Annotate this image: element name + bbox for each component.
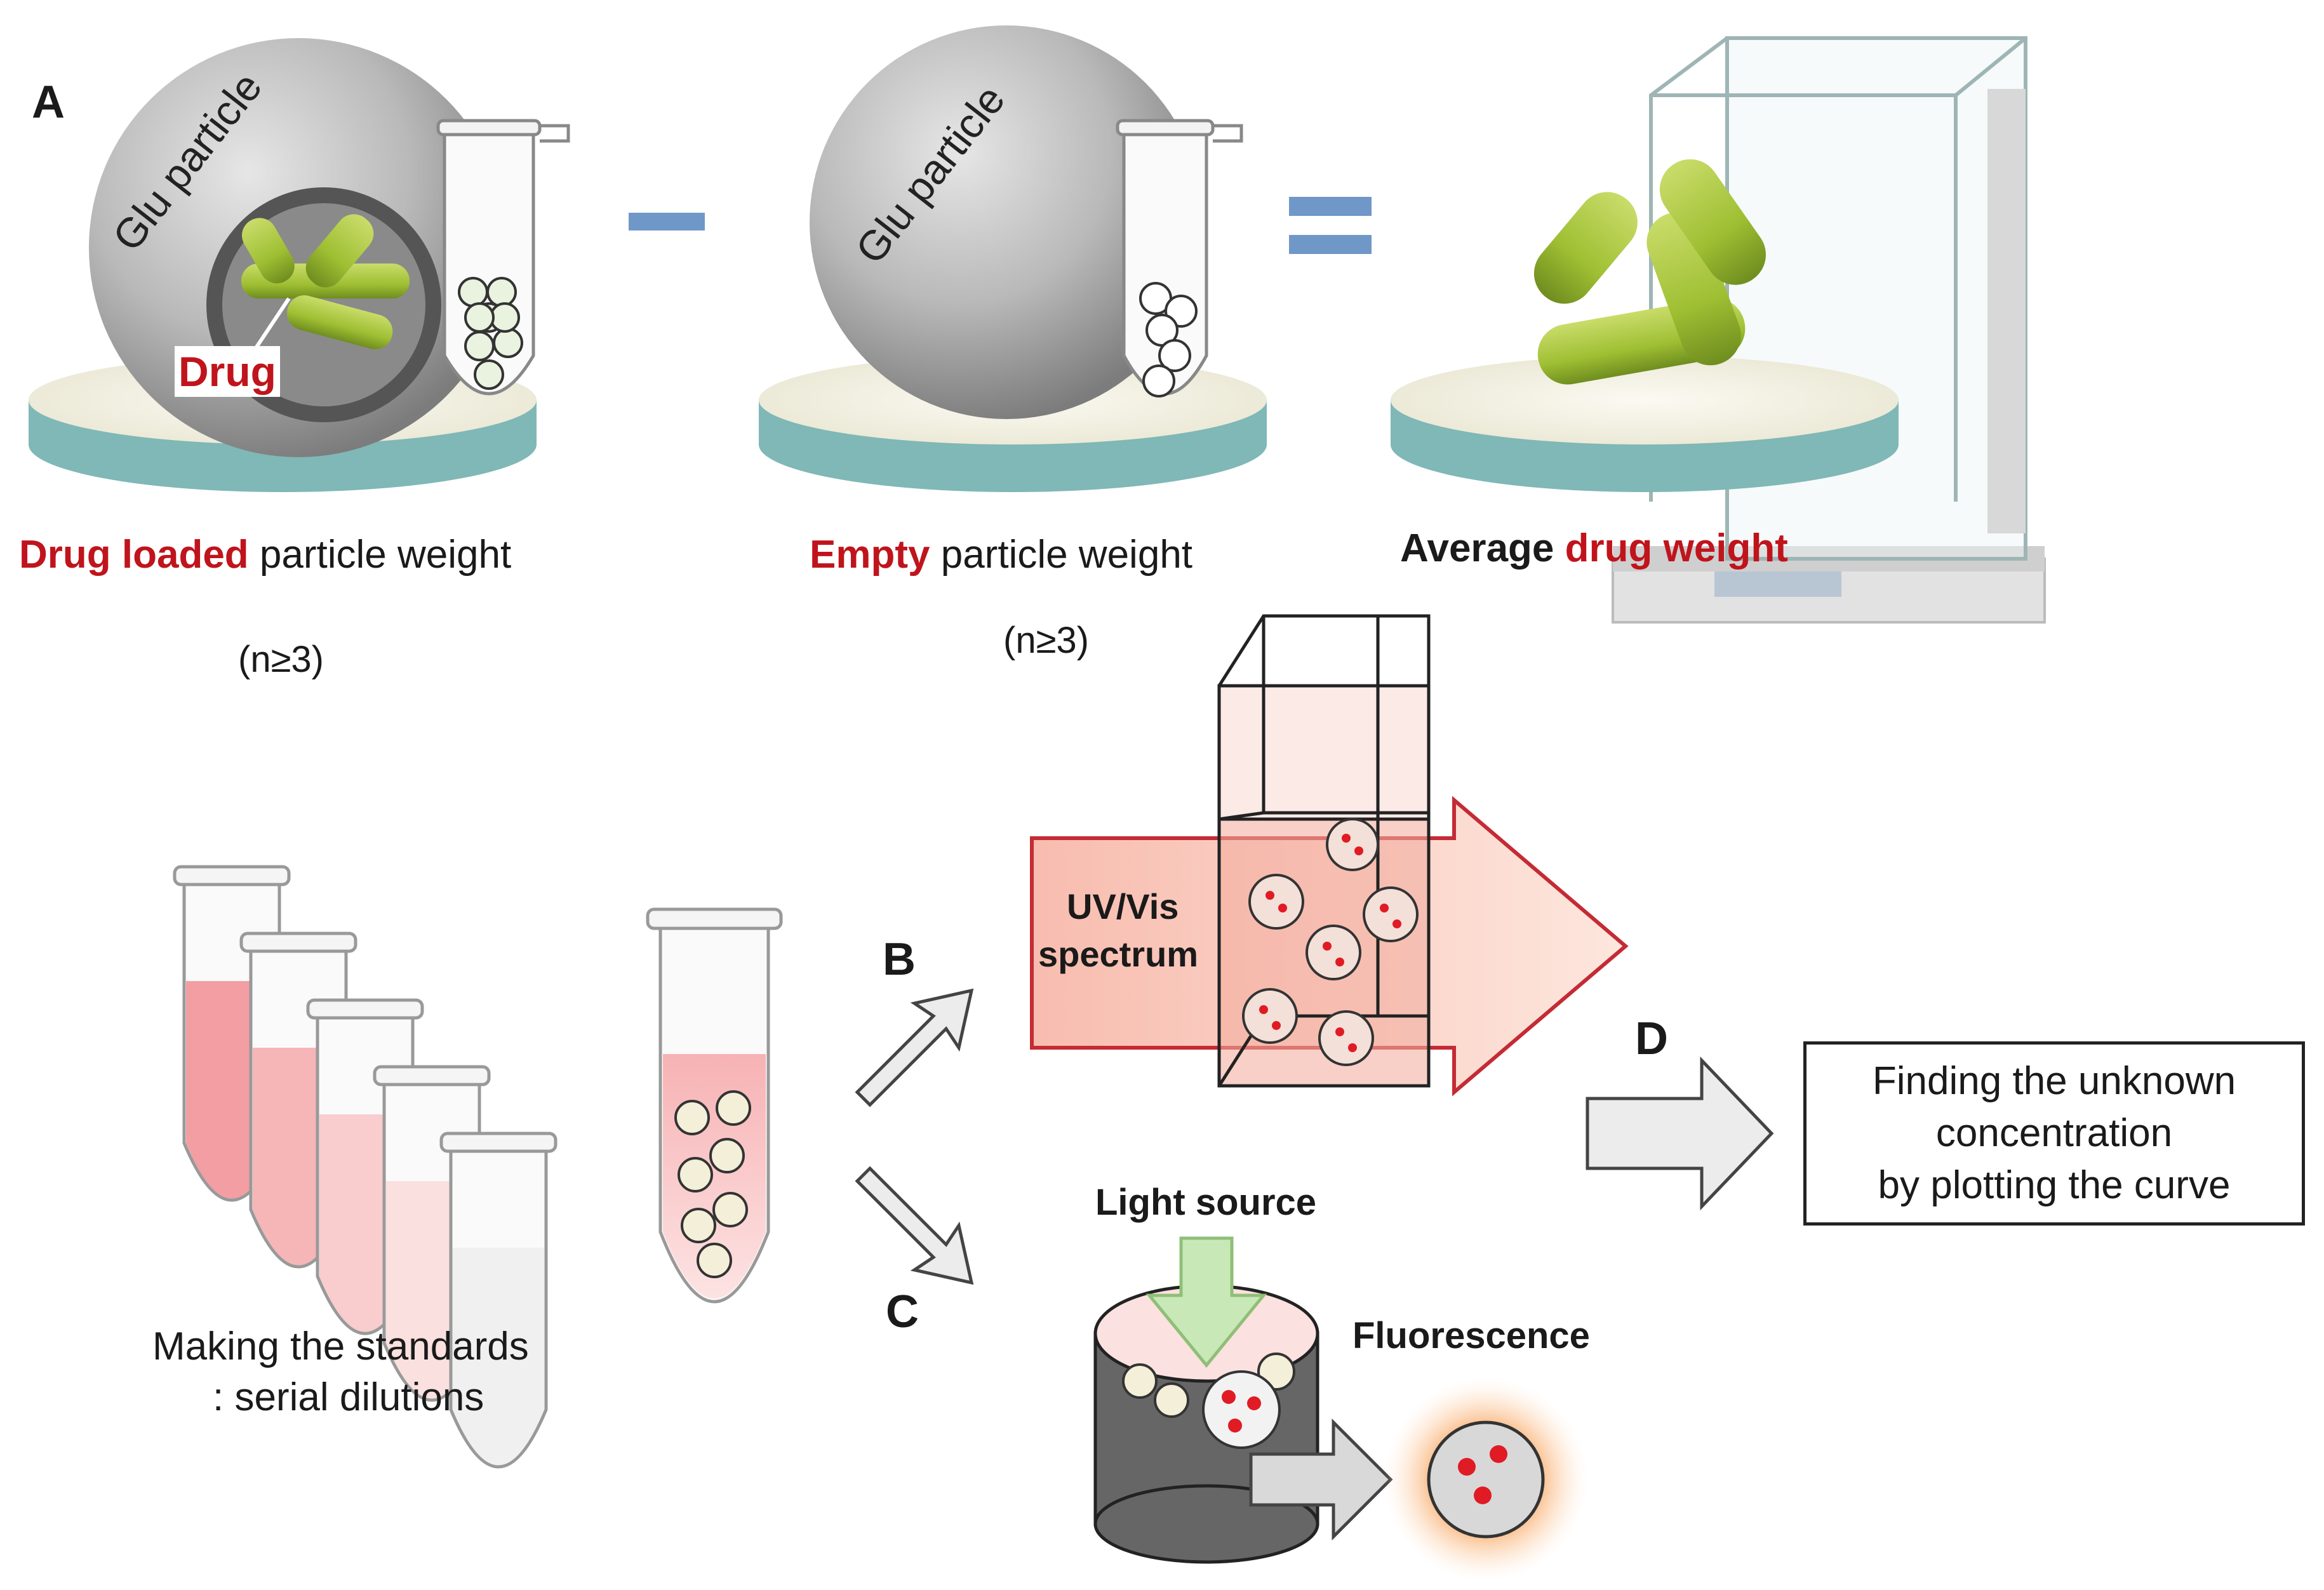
panel-label-a: A xyxy=(32,77,65,128)
panel-label-c: C xyxy=(886,1286,919,1337)
minus-sign xyxy=(629,213,705,230)
caption-avg-prefix: Average xyxy=(1400,526,1565,570)
emission-arrow xyxy=(1249,1418,1393,1541)
caption-loaded-weight: Drug loaded particle weight xyxy=(19,532,511,577)
balance-dish-result xyxy=(1391,356,1899,492)
result-line-1: Finding the unknown xyxy=(1872,1059,2236,1103)
uv-vis-label-line1: UV/Vis xyxy=(1067,886,1179,926)
n-loaded: (n≥3) xyxy=(238,639,324,680)
drug-rods-weighed xyxy=(1533,159,1766,385)
caption-loaded-strong: Drug loaded xyxy=(19,533,249,577)
light-source-arrow xyxy=(1145,1236,1267,1368)
fluorescent-particle xyxy=(1384,1378,1587,1581)
caption-average-drug-weight: Average drug weight xyxy=(1400,526,1788,571)
arrow-to-d xyxy=(1586,1056,1774,1211)
drug-loaded-particle xyxy=(89,38,508,457)
tube-empty-particles xyxy=(1116,119,1243,397)
caption-empty-strong: Empty xyxy=(810,533,930,577)
standards-caption-line1: Making the standards xyxy=(152,1325,529,1368)
standards-caption-line2: : serial dilutions xyxy=(213,1375,484,1419)
result-line-3: by plotting the curve xyxy=(1878,1163,2231,1207)
result-line-2: concentration xyxy=(1935,1111,2173,1155)
serial-dilution-tubes xyxy=(173,865,558,1469)
caption-empty-weight: Empty particle weight xyxy=(810,532,1192,577)
panel-label-d: D xyxy=(1635,1013,1668,1064)
result-box: Finding the unknown concentration by plo… xyxy=(1803,1041,2305,1226)
cuvette-particles xyxy=(1242,818,1419,1066)
sample-tube xyxy=(646,907,783,1304)
panel-label-b: B xyxy=(883,934,916,985)
drug-label: Drug xyxy=(175,346,280,397)
caption-empty-rest: particle weight xyxy=(930,533,1193,577)
n-empty: (n≥3) xyxy=(1003,620,1089,661)
empty-particle xyxy=(810,25,1203,419)
drug-rods-inside xyxy=(241,214,410,350)
caption-avg-strong: drug weight xyxy=(1565,526,1788,570)
arrow-to-c xyxy=(855,1166,974,1285)
light-source-label: Light source xyxy=(1095,1182,1317,1223)
fluorescence-label: Fluorescence xyxy=(1352,1315,1590,1356)
tube-loaded-particles xyxy=(436,119,570,396)
caption-loaded-rest: particle weight xyxy=(248,533,512,577)
uv-vis-label-line2: spectrum xyxy=(1038,934,1199,974)
arrow-to-b xyxy=(855,988,974,1107)
equals-sign xyxy=(1289,197,1372,254)
